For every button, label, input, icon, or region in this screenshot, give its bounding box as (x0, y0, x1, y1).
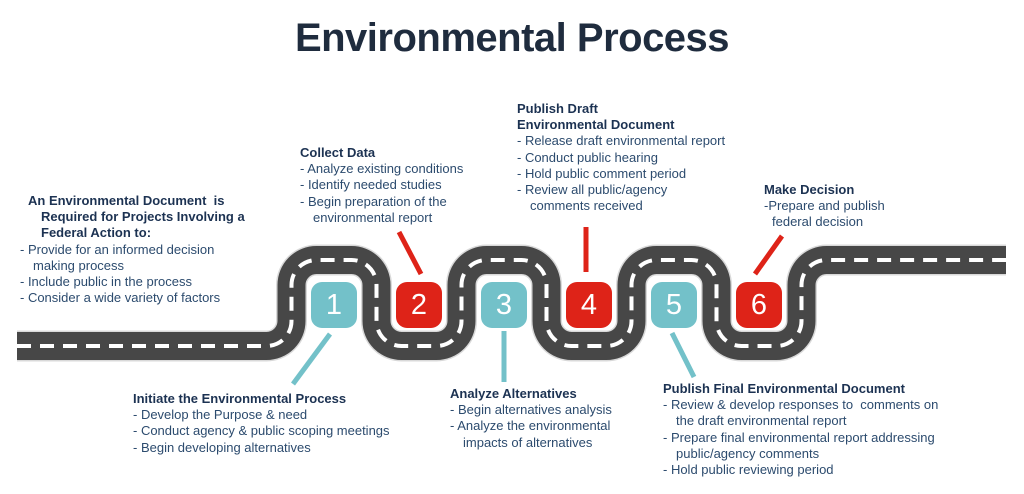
step-2-badge: 2 (396, 282, 442, 328)
step-2-block: Collect Data - Analyze existing conditio… (300, 145, 463, 226)
step-2-connector (396, 230, 424, 276)
step-2-number: 2 (410, 288, 428, 321)
step-3-heading: Analyze Alternatives (450, 386, 577, 401)
step-5-connector (669, 331, 697, 379)
step-6-badge: 6 (736, 282, 782, 328)
step-2-heading: Collect Data (300, 145, 376, 160)
step-3-number: 3 (495, 288, 513, 321)
page-title: Environmental Process (294, 16, 730, 60)
step-5-bullets: - Review & develop responses to comments… (663, 397, 939, 478)
step-5-badge: 5 (651, 282, 697, 328)
step-1-heading: Initiate the Environmental Process (133, 391, 347, 406)
step-4-number: 4 (580, 288, 598, 321)
step-3-bullets: - Begin alternatives analysis- Analyze t… (450, 402, 612, 450)
step-2-bullets: - Analyze existing conditions- Identify … (300, 161, 464, 225)
step-3-badge: 3 (481, 282, 527, 328)
step-6-heading: Make Decision (764, 182, 855, 197)
step-5-block: Publish Final Environmental Document - R… (663, 381, 938, 478)
step-6-connector (752, 234, 785, 276)
step-4-badge: 4 (566, 282, 612, 328)
step-1-bullets: - Develop the Purpose & need- Conduct ag… (133, 407, 390, 455)
step-6-number: 6 (750, 288, 768, 321)
step-3-block: Analyze Alternatives - Begin alternative… (450, 386, 612, 451)
step-1-badge: 1 (311, 282, 357, 328)
step-1-connector (290, 332, 333, 386)
step-1-block: Initiate the Environmental Process - Dev… (133, 391, 390, 456)
step-5-number: 5 (665, 288, 683, 321)
step-4-bullets: - Release draft environmental report- Co… (517, 133, 726, 214)
road-surface (17, 246, 1006, 360)
step-1-number: 1 (325, 288, 343, 321)
step-5-heading: Publish Final Environmental Document (663, 381, 905, 396)
